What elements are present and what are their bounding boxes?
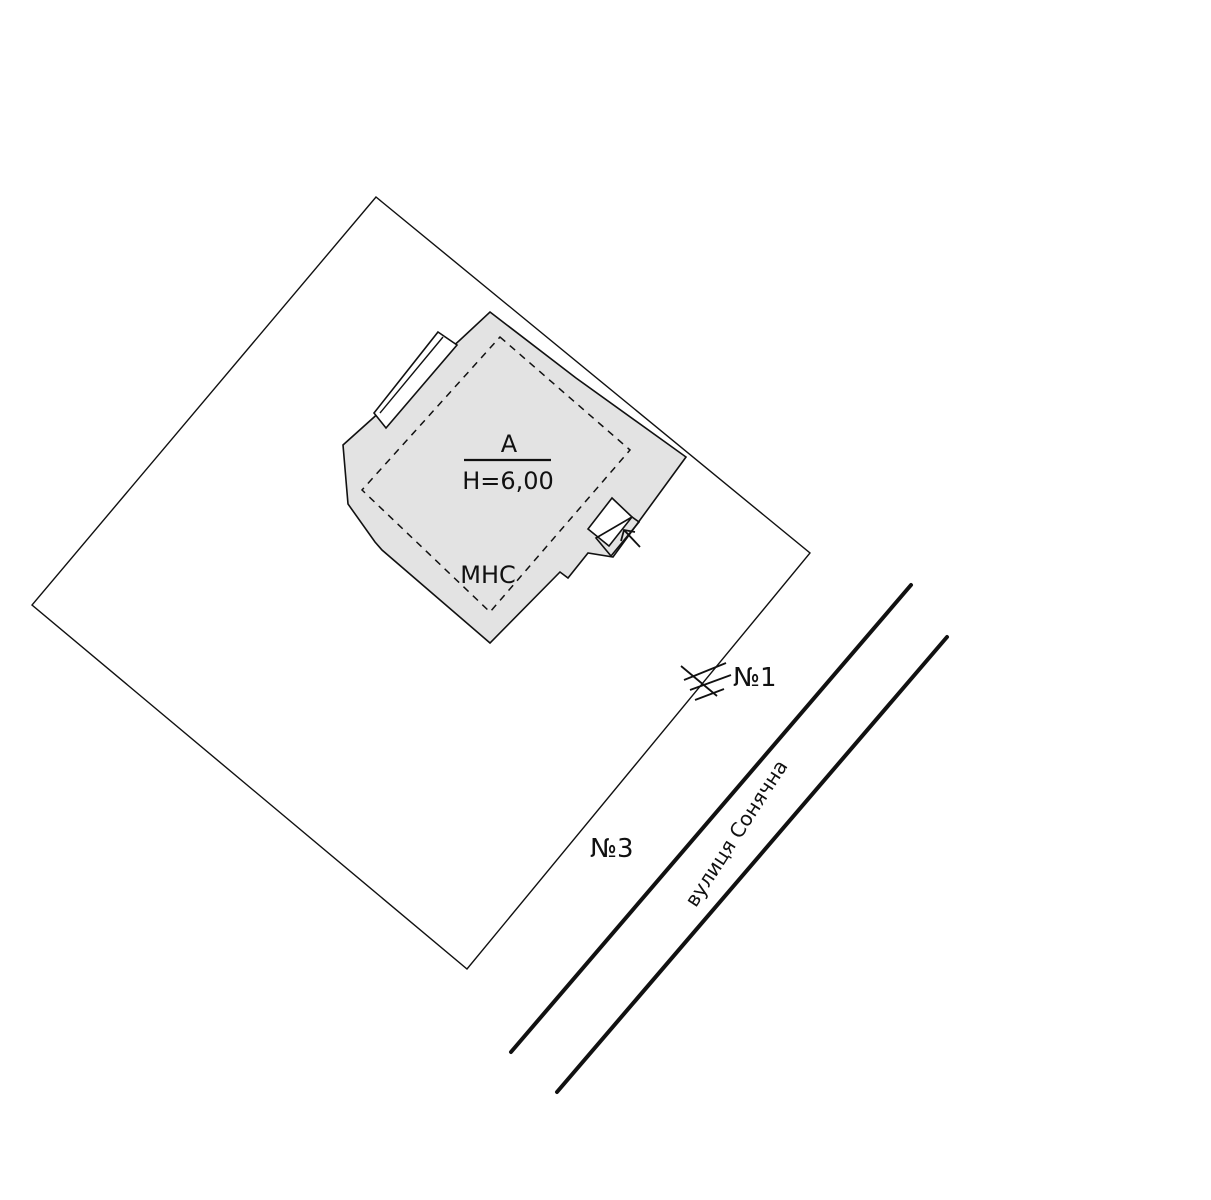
terrace <box>372 330 459 430</box>
street-edge-lower <box>555 635 949 1094</box>
street-edge-upper <box>509 583 913 1054</box>
entrance-porch <box>586 496 641 558</box>
gate-marker <box>680 662 732 701</box>
building-letter: А <box>501 430 518 458</box>
plot-number-label: №3 <box>590 834 634 864</box>
building-height-label: H=6,00 <box>462 467 554 495</box>
plot-boundary <box>31 196 811 970</box>
building-material-label: МНС <box>460 561 516 589</box>
building-footprint <box>342 310 688 645</box>
entrance-number-label: №1 <box>733 663 777 693</box>
entrance-arrow-icon <box>620 528 641 548</box>
